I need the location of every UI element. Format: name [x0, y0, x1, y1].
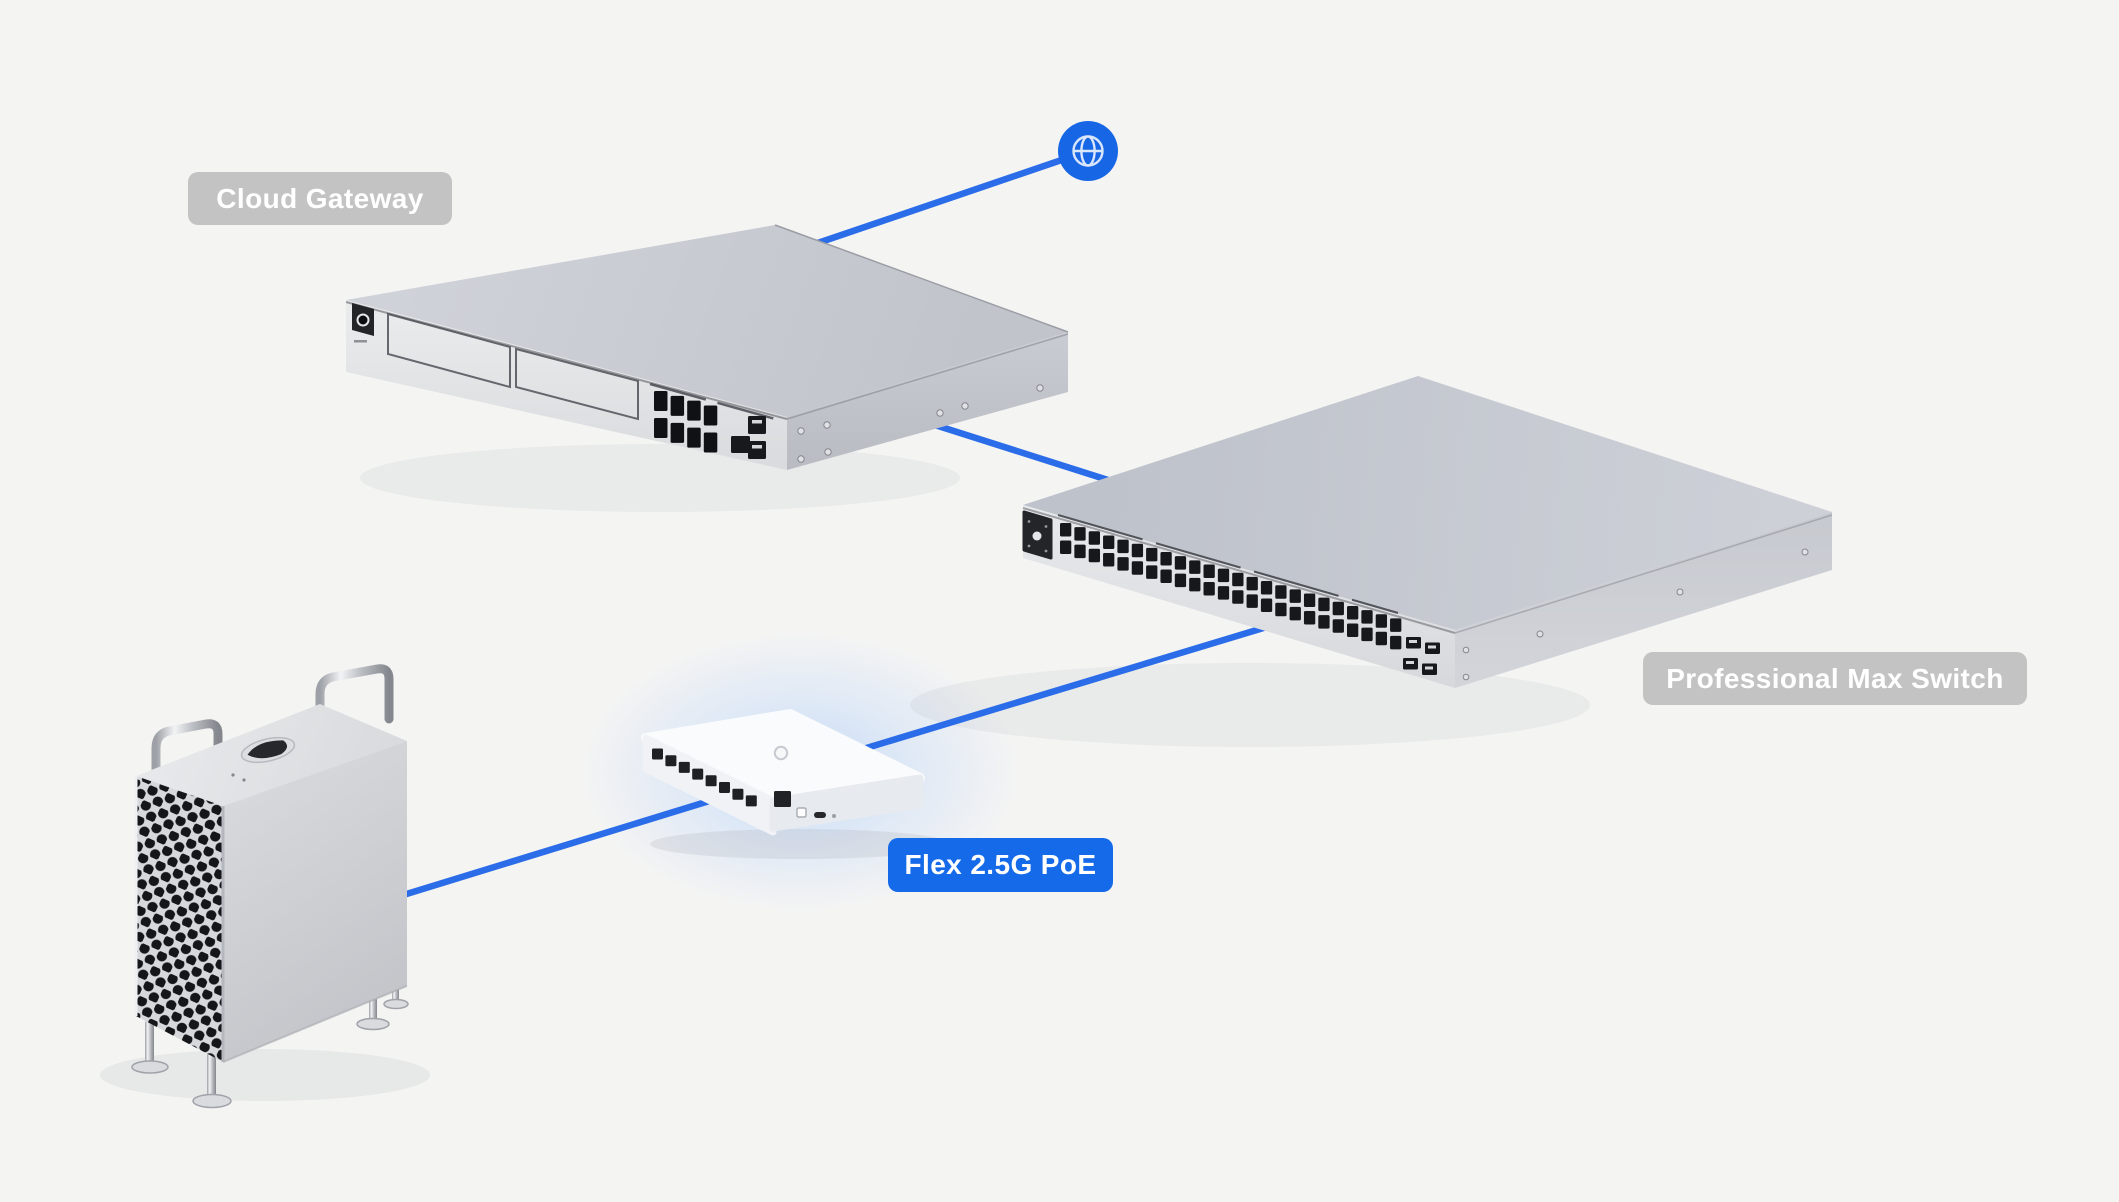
flex-2-5g-poe-button[interactable]: Flex 2.5G PoE [888, 838, 1113, 892]
switch-sfp-ports [1403, 637, 1440, 675]
flex-ubiquiti-logo [773, 745, 789, 761]
gateway-drive-bays [387, 312, 639, 421]
tower-legs [131, 983, 409, 1109]
link-gateway-internet [805, 147, 1092, 250]
tower-handle-right [315, 664, 394, 742]
switch-ethernet-ports [1060, 523, 1402, 650]
link-gateway-switch [931, 421, 1134, 491]
cloud-gateway-device [345, 224, 1069, 470]
gateway-sfp-ports [748, 416, 766, 459]
gateway-ethernet-ports [654, 391, 718, 453]
link-switch-flex [846, 622, 1274, 757]
desktop-tower-computer [131, 664, 409, 1109]
flex-uplink-port [774, 791, 791, 807]
tower-handle-left [151, 719, 223, 795]
tower-hex-grille [136, 776, 223, 1062]
tower-top-vent [240, 736, 296, 764]
gateway-wan-port [731, 436, 750, 453]
network-link-lines [396, 147, 1274, 900]
link-flex-computer [396, 786, 749, 900]
professional-max-switch-label: Professional Max Switch [1643, 652, 2027, 705]
switch-screws [1462, 548, 1809, 681]
switch-display [1022, 510, 1053, 560]
flex-switch-device [641, 709, 925, 836]
flex-usbc-port [814, 812, 826, 818]
flex-ethernet-ports [652, 748, 757, 807]
professional-max-switch-device [1022, 376, 1833, 688]
internet-globe-icon [1058, 121, 1118, 181]
gateway-display [352, 303, 374, 343]
cloud-gateway-label: Cloud Gateway [188, 172, 452, 225]
gateway-screws [797, 384, 1044, 463]
